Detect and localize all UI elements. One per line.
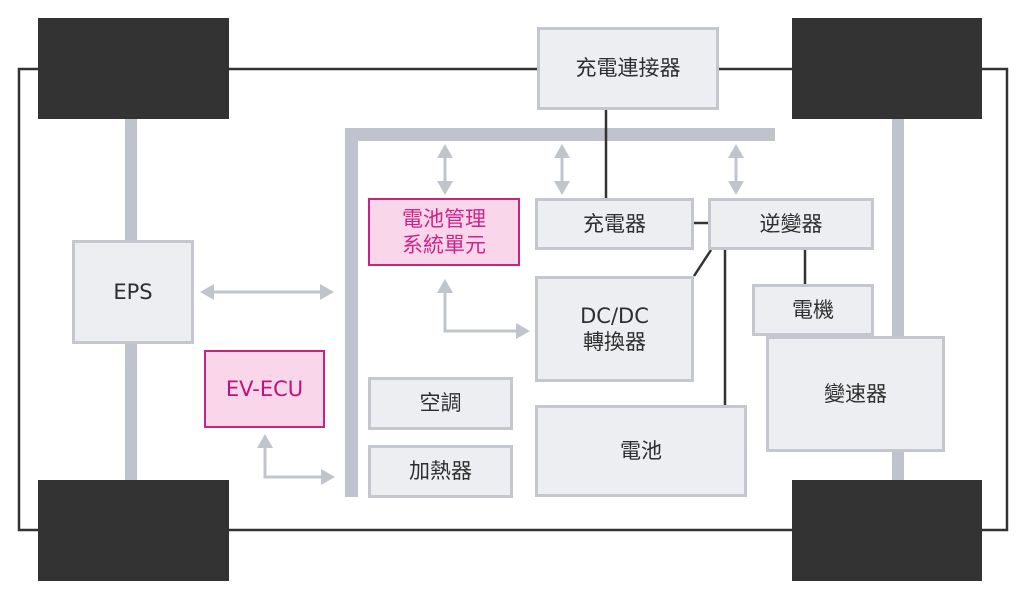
ev-ecu-box: EV-ECU (204, 350, 325, 428)
bms-box: 電池管理 系統單元 (368, 198, 520, 266)
dcdc-converter-box: DC/DC 轉換器 (535, 276, 694, 382)
transmission-label: 變速器 (824, 381, 887, 406)
heater-label: 加熱器 (409, 459, 472, 484)
air-conditioning-label: 空調 (419, 391, 462, 416)
wheel-rear-right (792, 480, 982, 581)
charger-box: 充電器 (535, 198, 694, 250)
inverter-to-dcdc-line (692, 249, 713, 277)
bms-to-dcdc-arrow (437, 279, 530, 339)
charger-label: 充電器 (583, 211, 646, 236)
inverter-label: 逆變器 (759, 211, 823, 236)
can-bus-horizontal (345, 128, 775, 141)
charger-bus-arrow (554, 144, 570, 195)
battery-box: 電池 (535, 405, 747, 497)
dcdc-converter-label: DC/DC 轉換器 (580, 303, 649, 354)
charging-connector-label: 充電連接器 (575, 56, 681, 81)
inverter-box: 逆變器 (708, 198, 874, 250)
inverter-bus-arrow (728, 144, 744, 195)
battery-label: 電池 (620, 438, 662, 463)
transmission-box: 變速器 (766, 336, 945, 452)
charging-connector-box: 充電連接器 (537, 27, 719, 110)
motor-label: 電機 (792, 297, 834, 322)
vehicle-frame (17, 67, 1009, 532)
bms-label: 電池管理 系統單元 (402, 206, 486, 257)
eps-label: EPS (113, 279, 153, 304)
wheel-front-right (792, 18, 982, 119)
eps-bus-arrow (200, 284, 334, 300)
air-conditioning-box: 空調 (368, 377, 513, 430)
eps-box: EPS (72, 240, 194, 344)
wheel-front-left (38, 18, 229, 119)
ev-ecu-label: EV-ECU (225, 376, 304, 401)
bms-bus-arrow (437, 144, 453, 195)
ecu-to-bus-arrow (257, 434, 335, 485)
motor-box: 電機 (752, 284, 874, 336)
wheel-rear-left (38, 480, 229, 581)
can-bus-vertical (345, 128, 358, 497)
heater-box: 加熱器 (368, 445, 513, 498)
